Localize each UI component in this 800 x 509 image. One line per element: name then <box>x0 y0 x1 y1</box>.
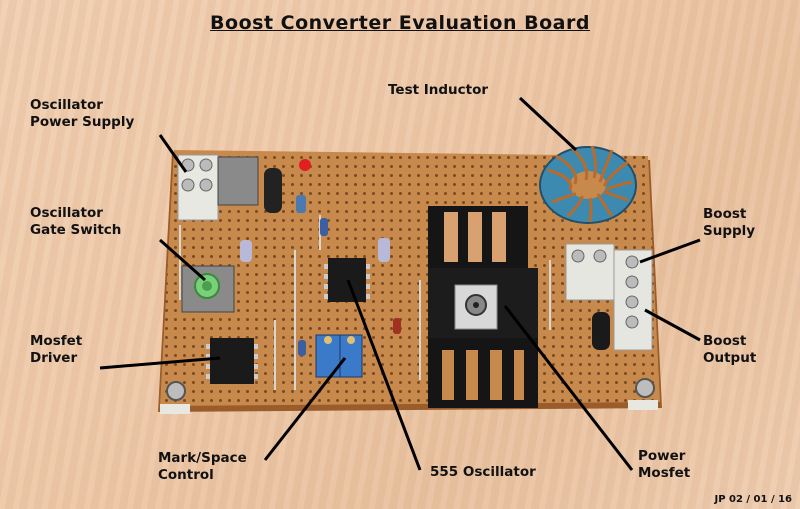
pointer-lines <box>99 96 701 471</box>
label-oscillator-power-supply: Oscillator Power Supply <box>30 97 135 130</box>
trim-pots <box>315 334 363 378</box>
foot-left <box>160 404 190 414</box>
output-capacitor <box>592 312 610 350</box>
resistor <box>240 240 252 262</box>
label-555-oscillator: 555 Oscillator <box>430 464 536 480</box>
standoff-left <box>166 381 186 401</box>
label-power-mosfet: Power Mosfet <box>638 448 691 481</box>
jumper-wires <box>179 215 551 390</box>
small-capacitor <box>296 195 306 213</box>
label-boost-output: Boost Output <box>703 333 757 366</box>
label-boost-supply: Boost Supply <box>703 206 756 239</box>
led <box>299 159 311 171</box>
ic-555 <box>324 258 370 302</box>
power-terminal-block <box>177 154 219 221</box>
diode <box>393 318 401 334</box>
power-mosfet <box>454 284 498 330</box>
resistor <box>378 238 390 262</box>
gate-switch <box>181 265 235 313</box>
mosfet-driver-ic <box>206 338 258 384</box>
credit-text: JP 02 / 01 / 16 <box>714 494 792 505</box>
label-mark-space-control: Mark/Space Control <box>158 450 247 483</box>
label-oscillator-gate-switch: Oscillator Gate Switch <box>30 205 122 238</box>
diode <box>320 218 328 236</box>
electrolytic-capacitor <box>264 168 282 213</box>
label-test-inductor: Test Inductor <box>388 82 489 98</box>
boost-terminals <box>565 243 653 351</box>
label-mosfet-driver: Mosfet Driver <box>30 333 83 366</box>
toroid-inductor <box>539 145 637 224</box>
capacitor <box>298 340 306 356</box>
foot-right <box>628 400 658 410</box>
standoff-right <box>635 378 655 398</box>
page-title: Boost Converter Evaluation Board <box>210 12 590 34</box>
regulator <box>217 156 259 206</box>
